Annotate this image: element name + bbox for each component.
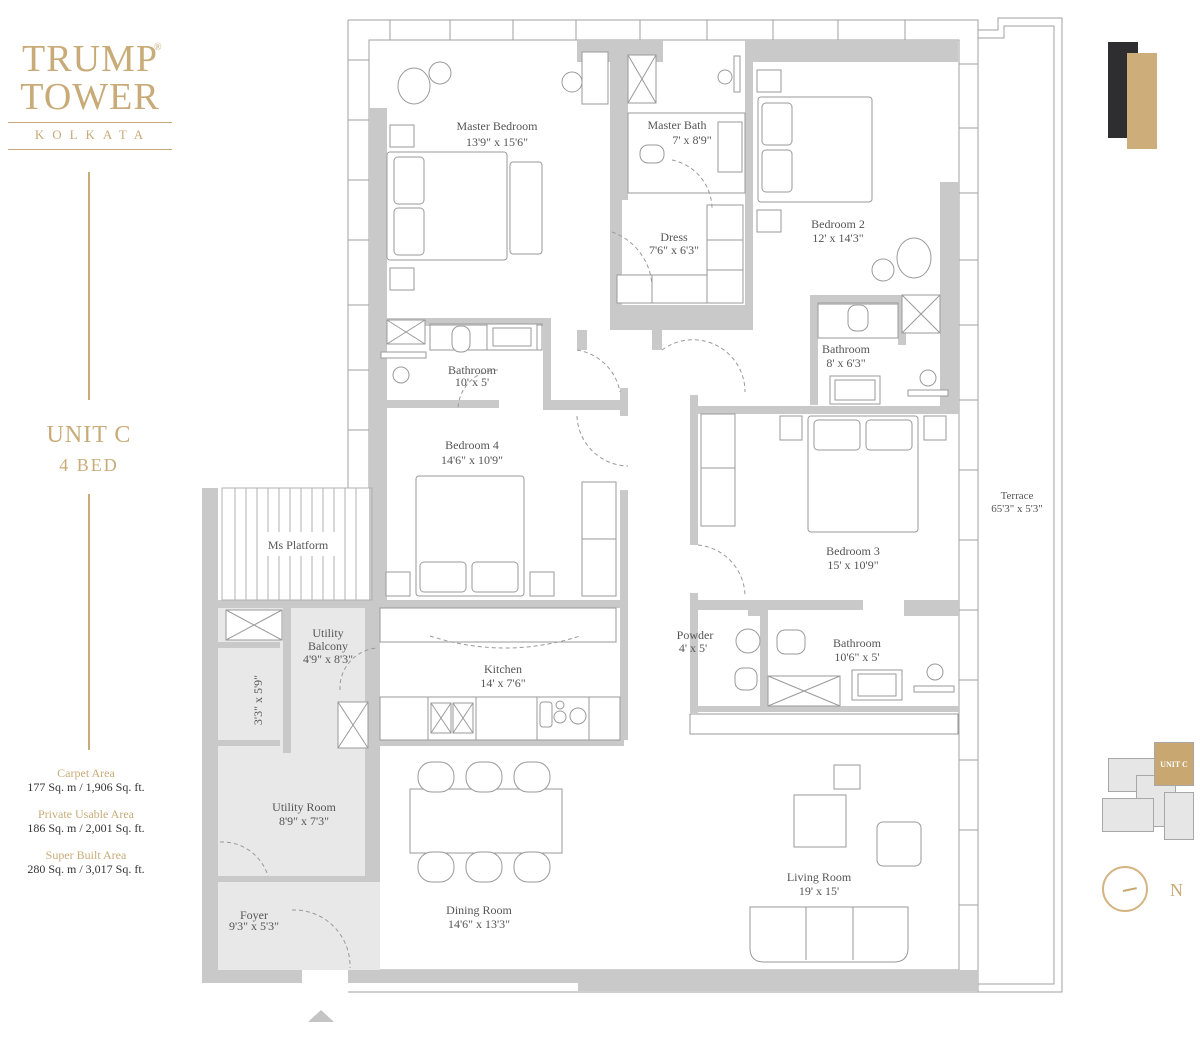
label-bathroom-b4: Bathroom xyxy=(448,363,497,377)
area-value: 177 Sq. m / 1,906 Sq. ft. xyxy=(27,780,145,794)
keyplan-unit xyxy=(1102,798,1154,832)
size-kitchen: 14' x 7'6" xyxy=(480,676,525,690)
size-bathroom-b2: 8' x 6'3" xyxy=(826,356,865,370)
unit-name: UNIT C xyxy=(46,422,132,448)
size-foyer: 9'3" x 5'3" xyxy=(229,919,279,933)
size-bathroom-b3: 10'6" x 5' xyxy=(834,650,879,664)
size-store: 3'3" x 5'9" xyxy=(251,675,265,725)
brand-city: KOLKATA xyxy=(34,127,152,142)
brand-logo: TRUMP ® TOWER KOLKATA xyxy=(8,40,172,154)
slab-outline xyxy=(348,19,979,993)
brand-divider-bottom xyxy=(8,149,172,150)
size-bedroom-2: 12' x 14'3" xyxy=(812,231,863,245)
registered-mark: ® xyxy=(154,42,162,53)
size-master-bath: 7' x 8'9" xyxy=(672,133,711,147)
label-ms-platform: Ms Platform xyxy=(268,538,329,552)
brand-divider xyxy=(8,122,172,123)
keyplan-unit-c: UNIT C xyxy=(1154,742,1194,786)
size-master-bedroom: 13'9" x 15'6" xyxy=(466,135,528,149)
label-bathroom-b3: Bathroom xyxy=(833,636,882,650)
size-utility-room: 8'9" x 7'3" xyxy=(279,814,329,828)
size-utility-balcony: 4'9" x 8'3" xyxy=(303,652,353,666)
size-powder: 4' x 5' xyxy=(679,641,707,655)
label-dress: Dress xyxy=(660,230,688,244)
area-private-usable: Private Usable Area 186 Sq. m / 2,001 Sq… xyxy=(0,807,172,835)
area-super-built: Super Built Area 280 Sq. m / 3,017 Sq. f… xyxy=(0,848,172,876)
label-kitchen: Kitchen xyxy=(484,662,522,676)
label-bedroom-3: Bedroom 3 xyxy=(826,544,880,558)
size-living-room: 19' x 15' xyxy=(799,884,839,898)
label-bedroom-4: Bedroom 4 xyxy=(445,438,499,452)
area-carpet: Carpet Area 177 Sq. m / 1,906 Sq. ft. xyxy=(0,766,172,794)
keyplan-unit xyxy=(1164,792,1194,840)
label-terrace: Terrace xyxy=(1001,490,1034,502)
size-bathroom-b4: 10' x 5' xyxy=(455,375,489,389)
size-dining-room: 14'6" x 13'3" xyxy=(448,917,510,931)
area-label: Carpet Area xyxy=(57,766,115,780)
brand-mark-gold-bar xyxy=(1127,53,1157,149)
terrace-outline xyxy=(978,17,1063,993)
label-bathroom-b2: Bathroom xyxy=(822,342,871,356)
compass-ring xyxy=(1102,866,1148,912)
compass-north-label: N xyxy=(1170,880,1183,900)
size-bedroom-4: 14'6" x 10'9" xyxy=(441,453,503,467)
label-living-room: Living Room xyxy=(787,870,852,884)
size-bedroom-3: 15' x 10'9" xyxy=(827,558,878,572)
label-utility-balcony-1: Utility xyxy=(312,626,343,640)
label-master-bath: Master Bath xyxy=(648,118,707,132)
key-plan: UNIT C xyxy=(1100,730,1200,840)
brand-line2: TOWER xyxy=(20,76,160,118)
north-compass-icon: N xyxy=(1100,866,1190,916)
area-summary: Carpet Area 177 Sq. m / 1,906 Sq. ft. Pr… xyxy=(0,766,172,889)
label-dining-room: Dining Room xyxy=(446,903,512,917)
brand-line1: TRUMP xyxy=(22,38,158,80)
area-value: 280 Sq. m / 3,017 Sq. ft. xyxy=(27,862,145,876)
size-terrace: 65'3" x 5'3" xyxy=(991,503,1042,515)
label-utility-balcony-2: Balcony xyxy=(308,639,348,653)
size-dress: 7'6" x 6'3" xyxy=(649,243,699,257)
area-label: Super Built Area xyxy=(45,848,127,862)
unit-beds: 4 BED xyxy=(59,455,119,475)
label-master-bedroom: Master Bedroom xyxy=(457,119,539,133)
brand-mark-icon xyxy=(1108,42,1168,152)
area-label: Private Usable Area xyxy=(38,807,134,821)
divider-line-top xyxy=(88,172,90,400)
divider-line-bottom xyxy=(88,494,90,750)
area-value: 186 Sq. m / 2,001 Sq. ft. xyxy=(27,821,145,835)
label-powder: Powder xyxy=(677,628,714,642)
label-bedroom-2: Bedroom 2 xyxy=(811,217,865,231)
entry-arrow-icon xyxy=(308,1010,334,1022)
label-utility-room: Utility Room xyxy=(272,800,336,814)
unit-heading: UNIT C 4 BED xyxy=(0,422,178,476)
label-foyer: Foyer xyxy=(240,908,268,922)
